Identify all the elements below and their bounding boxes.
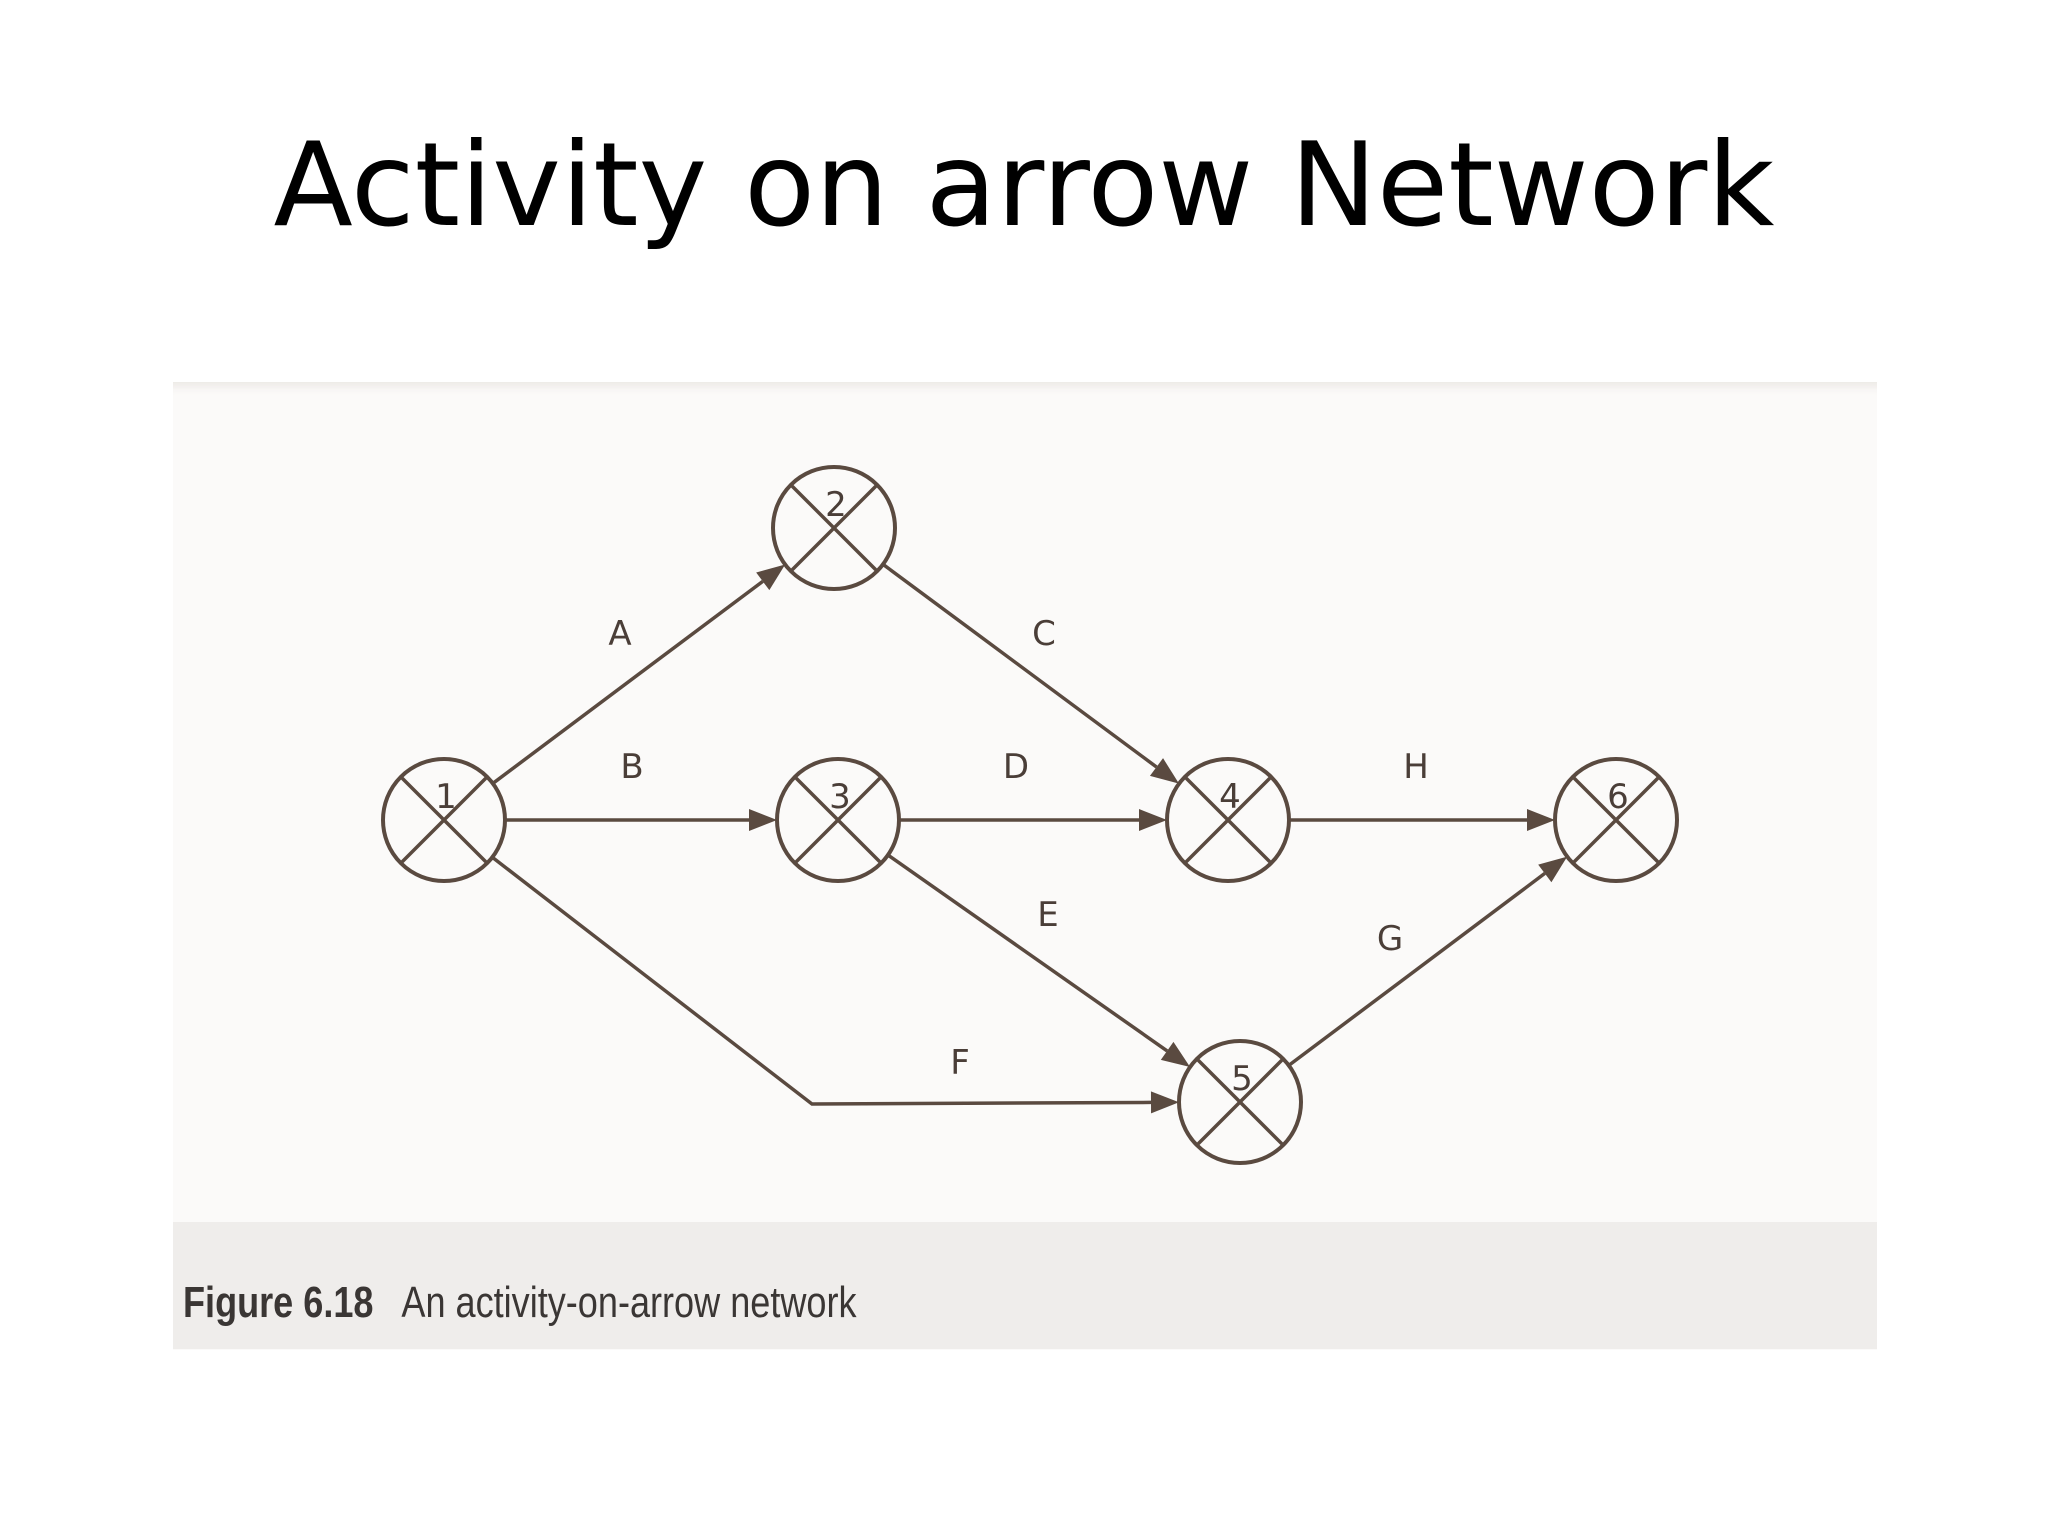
arrowhead-d <box>1139 809 1167 831</box>
event-node-cross-line <box>1195 1057 1285 1147</box>
caption-band <box>173 1222 1877 1349</box>
arrowhead-f <box>1150 1091 1180 1114</box>
arrowhead-b <box>749 809 777 831</box>
arrowhead-e <box>1160 1041 1191 1067</box>
event-node-number: 4 <box>1219 777 1241 817</box>
nodes-layer: 1 2 3 4 5 6 <box>381 465 1679 1165</box>
figure-caption-label: Figure 6.18 <box>183 1278 374 1327</box>
labels-layer: A B C D E F G H <box>608 614 1428 1083</box>
slide-title: Activity on arrow Network <box>273 118 1775 253</box>
activity-arrow-g <box>1287 872 1546 1067</box>
event-node-4: 4 <box>1165 757 1291 883</box>
arrowhead-g <box>1538 856 1568 883</box>
figure-caption: Figure 6.18 An activity-on-arrow network <box>183 1278 857 1328</box>
activity-label-h: H <box>1403 747 1429 787</box>
activity-label-f: F <box>950 1043 970 1083</box>
event-node-2: 2 <box>771 465 897 591</box>
activity-label-d: D <box>1003 747 1029 787</box>
arrowhead-h <box>1527 809 1555 831</box>
event-node-number: 3 <box>829 777 851 817</box>
activity-label-e: E <box>1037 895 1058 935</box>
event-node-number: 1 <box>435 777 457 817</box>
event-node-cross-line <box>1183 775 1273 865</box>
event-node-3: 3 <box>775 757 901 883</box>
event-node-number: 5 <box>1231 1059 1253 1099</box>
event-node-5: 5 <box>1177 1039 1303 1165</box>
activity-label-b: B <box>620 747 643 787</box>
event-node-1: 1 <box>381 757 507 883</box>
arrowhead-a <box>756 564 786 591</box>
activity-arrow-c <box>881 562 1158 769</box>
activity-label-c: C <box>1032 614 1056 654</box>
activity-arrow-a <box>491 579 764 785</box>
activity-arrow-f <box>491 855 1152 1106</box>
event-node-number: 2 <box>825 485 847 525</box>
event-node-cross-line <box>793 775 883 865</box>
activity-label-g: G <box>1377 919 1403 959</box>
arrowhead-c <box>1149 758 1179 784</box>
activity-arrow-e <box>886 853 1169 1053</box>
edges-layer <box>491 562 1568 1114</box>
event-node-cross-line <box>399 775 489 865</box>
event-node-6: 6 <box>1553 757 1679 883</box>
figure-caption-text: An activity-on-arrow network <box>401 1278 857 1327</box>
event-node-cross-line <box>1571 775 1661 865</box>
event-node-number: 6 <box>1607 777 1629 817</box>
event-node-cross-line <box>789 483 879 573</box>
activity-label-a: A <box>608 614 631 654</box>
